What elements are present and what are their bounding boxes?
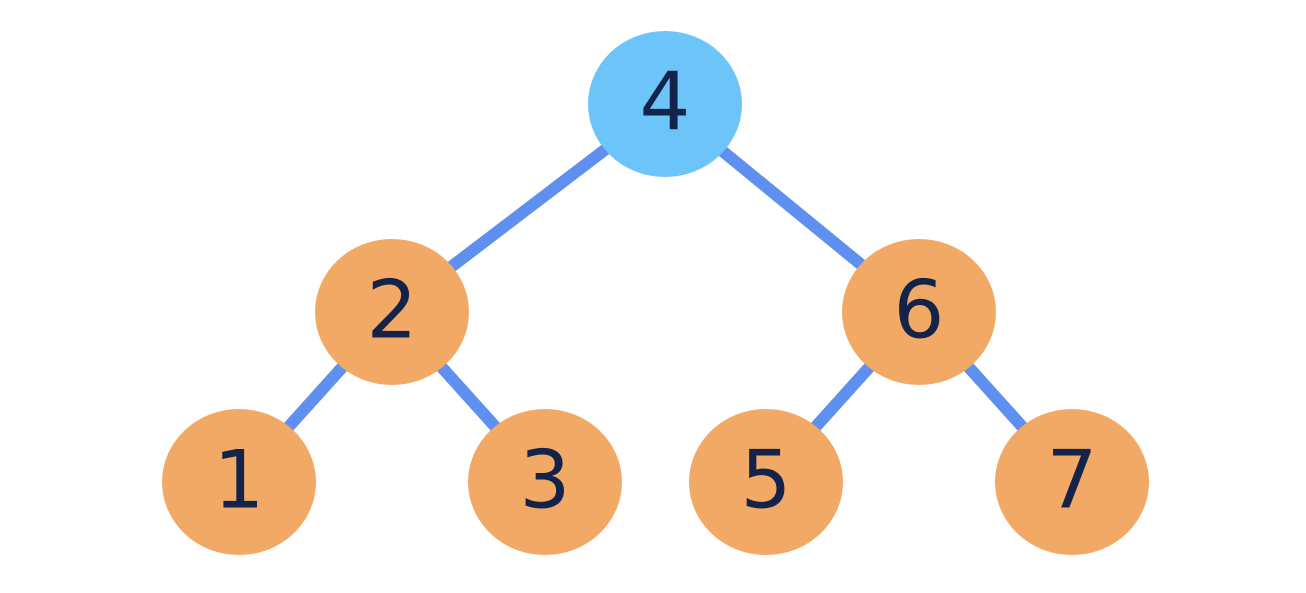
tree-node-4: 4 <box>588 31 742 177</box>
node-label: 6 <box>894 264 945 357</box>
node-circle <box>162 409 316 555</box>
node-label: 1 <box>214 434 265 527</box>
node-circle <box>995 409 1149 555</box>
tree-node-2: 2 <box>315 239 469 385</box>
tree-node-3: 3 <box>468 409 622 555</box>
node-circle <box>842 239 996 385</box>
node-circle <box>468 409 622 555</box>
node-label: 2 <box>367 264 418 357</box>
tree-node-5: 5 <box>689 409 843 555</box>
tree-node-7: 7 <box>995 409 1149 555</box>
node-label: 7 <box>1047 434 1098 527</box>
tree-nodes: 4 2 6 1 3 5 7 <box>162 31 1149 555</box>
tree-node-6: 6 <box>842 239 996 385</box>
tree-node-1: 1 <box>162 409 316 555</box>
node-circle <box>689 409 843 555</box>
node-label: 5 <box>741 434 792 527</box>
node-label: 4 <box>640 56 691 149</box>
node-label: 3 <box>520 434 571 527</box>
node-circle <box>315 239 469 385</box>
node-circle <box>588 31 742 177</box>
